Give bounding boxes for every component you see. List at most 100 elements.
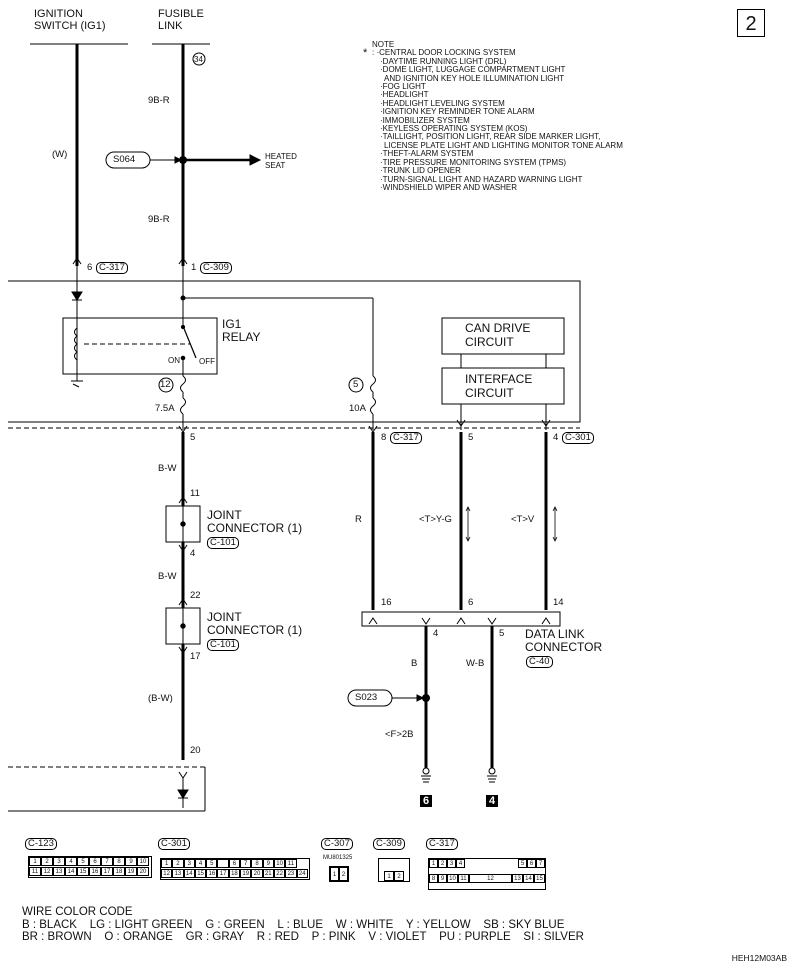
connector-c301: C-301 bbox=[562, 432, 594, 444]
wire-color-f2b: <F>2B bbox=[385, 729, 414, 740]
fuse-5-number: 5 bbox=[353, 379, 359, 390]
connector-view-c307: 1 2 bbox=[329, 866, 349, 882]
wire-color-r: R bbox=[355, 514, 362, 525]
joint-connector-2-label-2: CONNECTOR (1) bbox=[207, 623, 303, 637]
ground-4: 4 bbox=[486, 795, 498, 807]
note-item: ·TAILLIGHT, POSITION LIGHT, REAR SIDE MA… bbox=[380, 132, 601, 142]
pin-cell: 19 bbox=[125, 867, 137, 876]
pin-cell: 6 bbox=[89, 857, 101, 866]
wire-color-v: <T>V bbox=[511, 514, 535, 525]
connector-c317-top: C-317 bbox=[96, 262, 128, 274]
pin-20: 20 bbox=[190, 745, 201, 756]
pin-cell: 18 bbox=[228, 869, 241, 878]
pin-cell: 24 bbox=[296, 869, 308, 878]
fusible-link-label-1: FUSIBLE bbox=[158, 8, 204, 20]
joint-connector-1-label-2: CONNECTOR (1) bbox=[207, 521, 303, 535]
connector-c317-bottom: C-317 bbox=[390, 432, 422, 444]
note-star: * bbox=[363, 47, 368, 60]
page-number: 2 bbox=[737, 9, 765, 37]
pin-cell: 2 bbox=[339, 867, 348, 881]
dlc-code: C-40 bbox=[526, 656, 553, 668]
note-item: ·HEADLIGHT bbox=[380, 90, 429, 100]
note-item: ·DOME LIGHT, LUGGAGE COMPARTMENT LIGHT bbox=[380, 65, 566, 75]
note-item: ·WINDSHIELD WIPER AND WASHER bbox=[380, 182, 518, 192]
pin-cell: 2 bbox=[438, 859, 447, 868]
pin-cell: 6 bbox=[228, 859, 241, 868]
pin-cell: 17 bbox=[101, 867, 113, 876]
pin-cell: 7 bbox=[240, 859, 252, 868]
wire-color-9b-r-top: 9B-R bbox=[148, 95, 170, 106]
note-item: ·TIRE PRESSURE MONITORING SYSTEM (TPMS) bbox=[380, 157, 567, 167]
can-drive-circuit-1: CAN DRIVE bbox=[465, 321, 531, 335]
connector-view-c301: 1 2 3 4 5 6 7 8 9 10 11 12 13 14 15 16 1… bbox=[160, 858, 310, 880]
pin-cell: 1 bbox=[429, 859, 438, 868]
connector-view-c307-label: C-307 bbox=[321, 838, 353, 850]
wire-color-wb: W-B bbox=[466, 658, 485, 669]
note-item: AND IGNITION KEY HOLE ILLUMINATION LIGHT bbox=[384, 73, 565, 83]
pin-cell: 10 bbox=[273, 859, 286, 868]
heated-seat-label-2: SEAT bbox=[265, 161, 286, 170]
pin-cell: 12 bbox=[469, 874, 512, 883]
pin-cell: 8 bbox=[429, 874, 438, 883]
pin-cell: 4 bbox=[456, 859, 465, 868]
fusible-link-number: 34 bbox=[194, 55, 203, 64]
fusible-link-label-2: LINK bbox=[158, 20, 183, 32]
pin-cell: 1 bbox=[161, 859, 173, 868]
fuse-5-amp: 10A bbox=[349, 403, 366, 414]
note-title: NOTE bbox=[372, 40, 395, 49]
pin-cell: 15 bbox=[534, 874, 545, 883]
pin-cell: 19 bbox=[240, 869, 252, 878]
splice-s023: S023 bbox=[355, 692, 378, 703]
connector-view-c317-label: C-317 bbox=[426, 838, 458, 850]
connector-c309: C-309 bbox=[200, 262, 232, 274]
pin-4-dlc: 4 bbox=[433, 628, 439, 639]
pin-cell: 2 bbox=[394, 871, 404, 881]
wire-color-code-title: WIRE COLOR CODE bbox=[22, 906, 133, 918]
pin-cell: 10 bbox=[447, 874, 458, 883]
pin-11: 11 bbox=[190, 488, 200, 499]
pin-cell: 12 bbox=[161, 869, 173, 878]
pin-6-dlc: 6 bbox=[468, 597, 474, 608]
wire-color-bw-2: B-W bbox=[158, 571, 177, 582]
pin-cell: 14 bbox=[523, 874, 534, 883]
pin-16: 16 bbox=[381, 597, 392, 608]
pin-cell: 13 bbox=[53, 867, 65, 876]
can-drive-circuit-2: CIRCUIT bbox=[465, 335, 514, 349]
wire-color-code-line-1: B : BLACK LG : LIGHT GREEN G : GREEN L :… bbox=[22, 918, 565, 931]
pin-cell: 1 bbox=[29, 857, 41, 866]
fuse-12-amp: 7.5A bbox=[155, 403, 175, 414]
ignition-switch-label-1: IGNITION bbox=[34, 8, 83, 20]
pin-cell: 11 bbox=[29, 867, 41, 876]
pin-cell: 21 bbox=[262, 869, 274, 878]
note-item: ·HEADLIGHT LEVELING SYSTEM bbox=[380, 98, 505, 108]
pin-cell: 14 bbox=[65, 867, 77, 876]
relay-on: ON bbox=[168, 356, 180, 365]
joint-connector-1-code: C-101 bbox=[207, 537, 239, 549]
pin-cell: 15 bbox=[77, 867, 89, 876]
pin-6: 6 bbox=[87, 262, 93, 273]
fuse-12-number: 12 bbox=[160, 379, 171, 390]
wire-color-b: B bbox=[411, 658, 418, 669]
pin-cell: 5 bbox=[77, 857, 89, 866]
wire-color-code-line-2: BR : BROWN O : ORANGE GR : GRAY R : RED … bbox=[22, 931, 584, 943]
wire-color-code: WIRE COLOR CODE B : BLACK LG : LIGHT GRE… bbox=[22, 906, 584, 944]
heated-seat-label-1: HEATED bbox=[265, 152, 297, 161]
pin-cell: 2 bbox=[172, 859, 184, 868]
note-item: ·TRUNK LID OPENER bbox=[380, 166, 461, 176]
pin-cell: 18 bbox=[113, 867, 125, 876]
pin-8: 8 bbox=[381, 432, 387, 443]
interface-circuit-2: CIRCUIT bbox=[465, 386, 514, 400]
pin-cell bbox=[217, 859, 229, 868]
pin-cell: 23 bbox=[285, 869, 297, 878]
note-item: ·TURN-SIGNAL LIGHT AND HAZARD WARNING LI… bbox=[380, 174, 583, 184]
pin-22: 22 bbox=[190, 590, 201, 601]
pin-cell: 22 bbox=[273, 869, 286, 878]
pin-cell: 7 bbox=[101, 857, 113, 866]
pin-cell: 17 bbox=[217, 869, 229, 878]
pin-cell: 7 bbox=[536, 859, 545, 868]
pin-cell: 4 bbox=[194, 859, 207, 868]
note-item: ·IGNITION KEY REMINDER TONE ALARM bbox=[380, 107, 535, 117]
pin-cell: 5 bbox=[518, 859, 527, 868]
note-item: : ·CENTRAL DOOR LOCKING SYSTEM bbox=[372, 48, 516, 58]
pin-cell: 12 bbox=[41, 867, 53, 876]
